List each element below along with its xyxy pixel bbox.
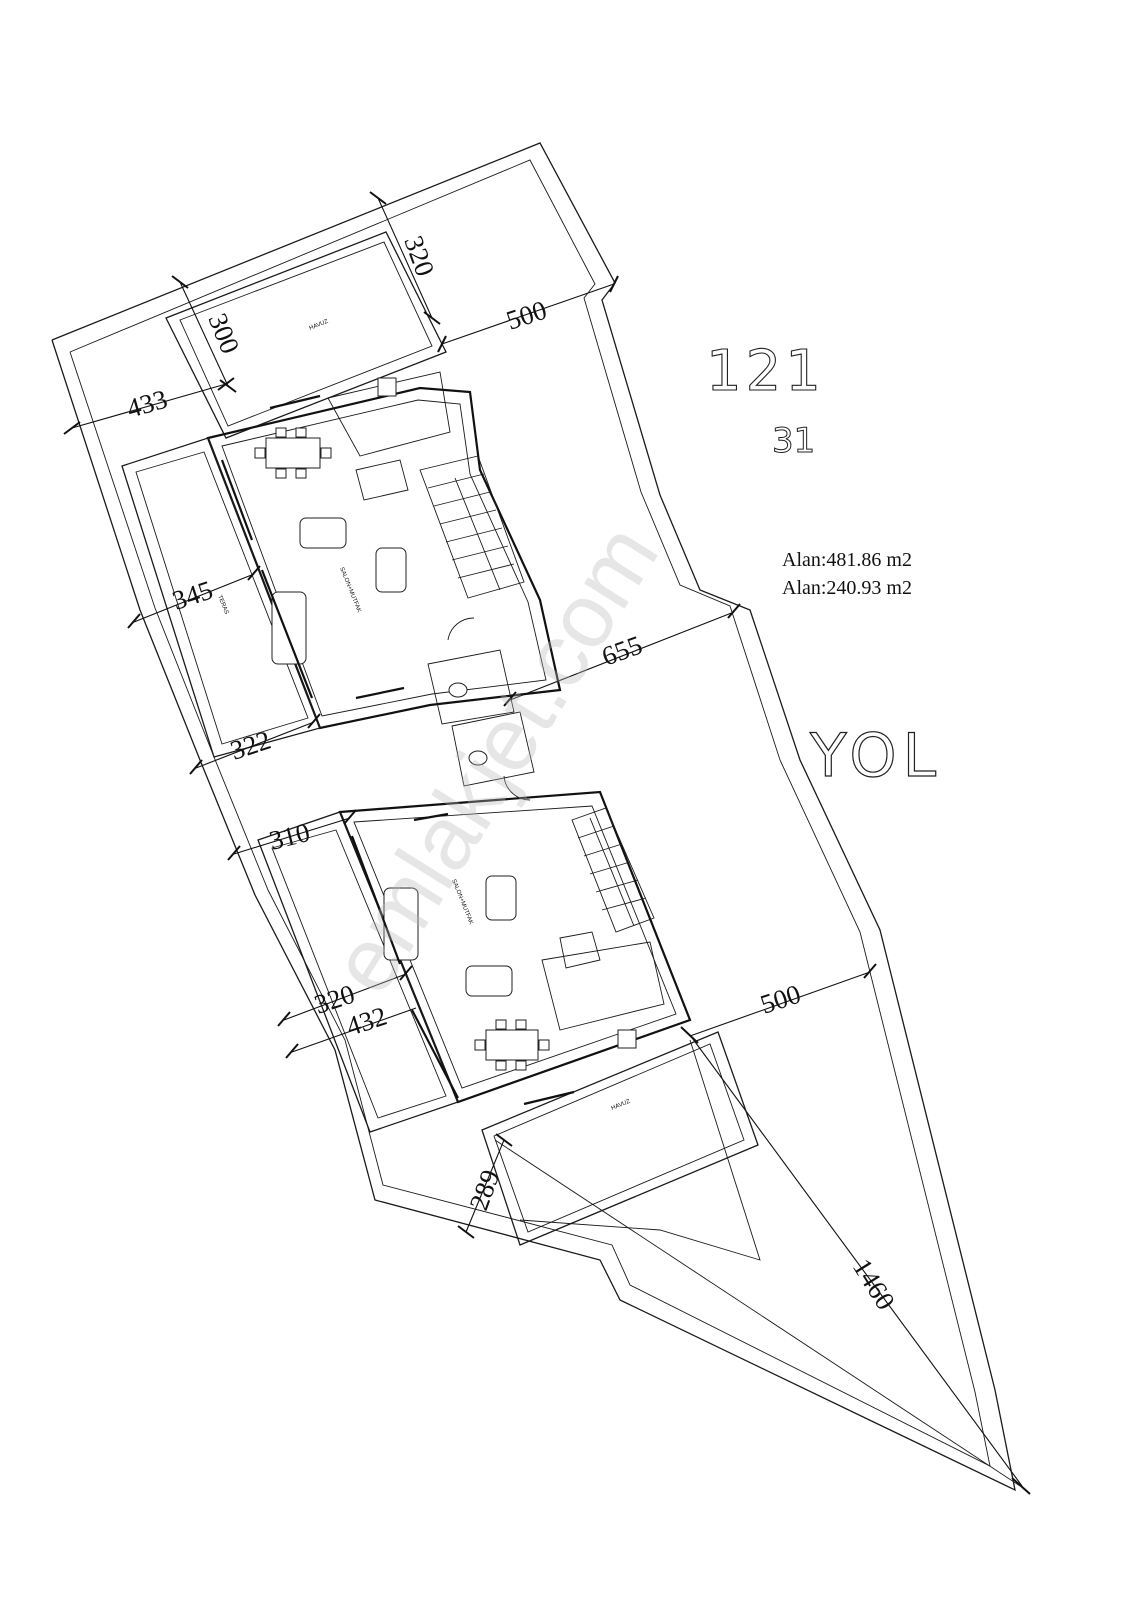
pool-top-label: HAVUZ: [309, 319, 330, 332]
plot-number: 121: [706, 339, 825, 404]
stairs-lower: [571, 807, 655, 933]
parcel-number: 31: [772, 421, 815, 461]
dimension-lines: [63, 191, 877, 1239]
dim-300: 300: [202, 309, 245, 358]
dining-table-lower: [474, 1019, 550, 1071]
building-lower-unit: SALON+MUTFAK: [257, 790, 692, 1133]
dim-433: 433: [123, 384, 170, 424]
pool-top: HAVUZ: [165, 231, 447, 439]
dining-table-upper: [254, 427, 332, 479]
dim-1460: 1460: [847, 1253, 901, 1315]
dim-500-top: 500: [503, 295, 551, 336]
area-half: Alan:240.93 m2: [782, 577, 912, 599]
stairs-upper: [419, 455, 525, 599]
watermark: emlakjet.com: [312, 508, 678, 1011]
pool-bottom-label: HAVUZ: [611, 1099, 632, 1112]
dim-310: 310: [266, 817, 313, 856]
area-total: Alan:481.86 m2: [782, 549, 912, 571]
dim-289: 289: [463, 1166, 505, 1214]
living-top-label: SALON+MUTFAK: [338, 567, 362, 614]
dim-322: 322: [227, 725, 275, 766]
dim-500-bottom: 500: [757, 979, 805, 1020]
terrace-label: TERAS: [216, 595, 229, 616]
dim-345: 345: [169, 575, 217, 616]
road-label: YOL: [809, 721, 942, 791]
parcel-boundary: [51, 142, 1016, 1492]
dim-320-top: 320: [398, 232, 440, 280]
dimension-1460-line: [494, 1026, 1031, 1495]
sofas-upper: [271, 517, 407, 665]
